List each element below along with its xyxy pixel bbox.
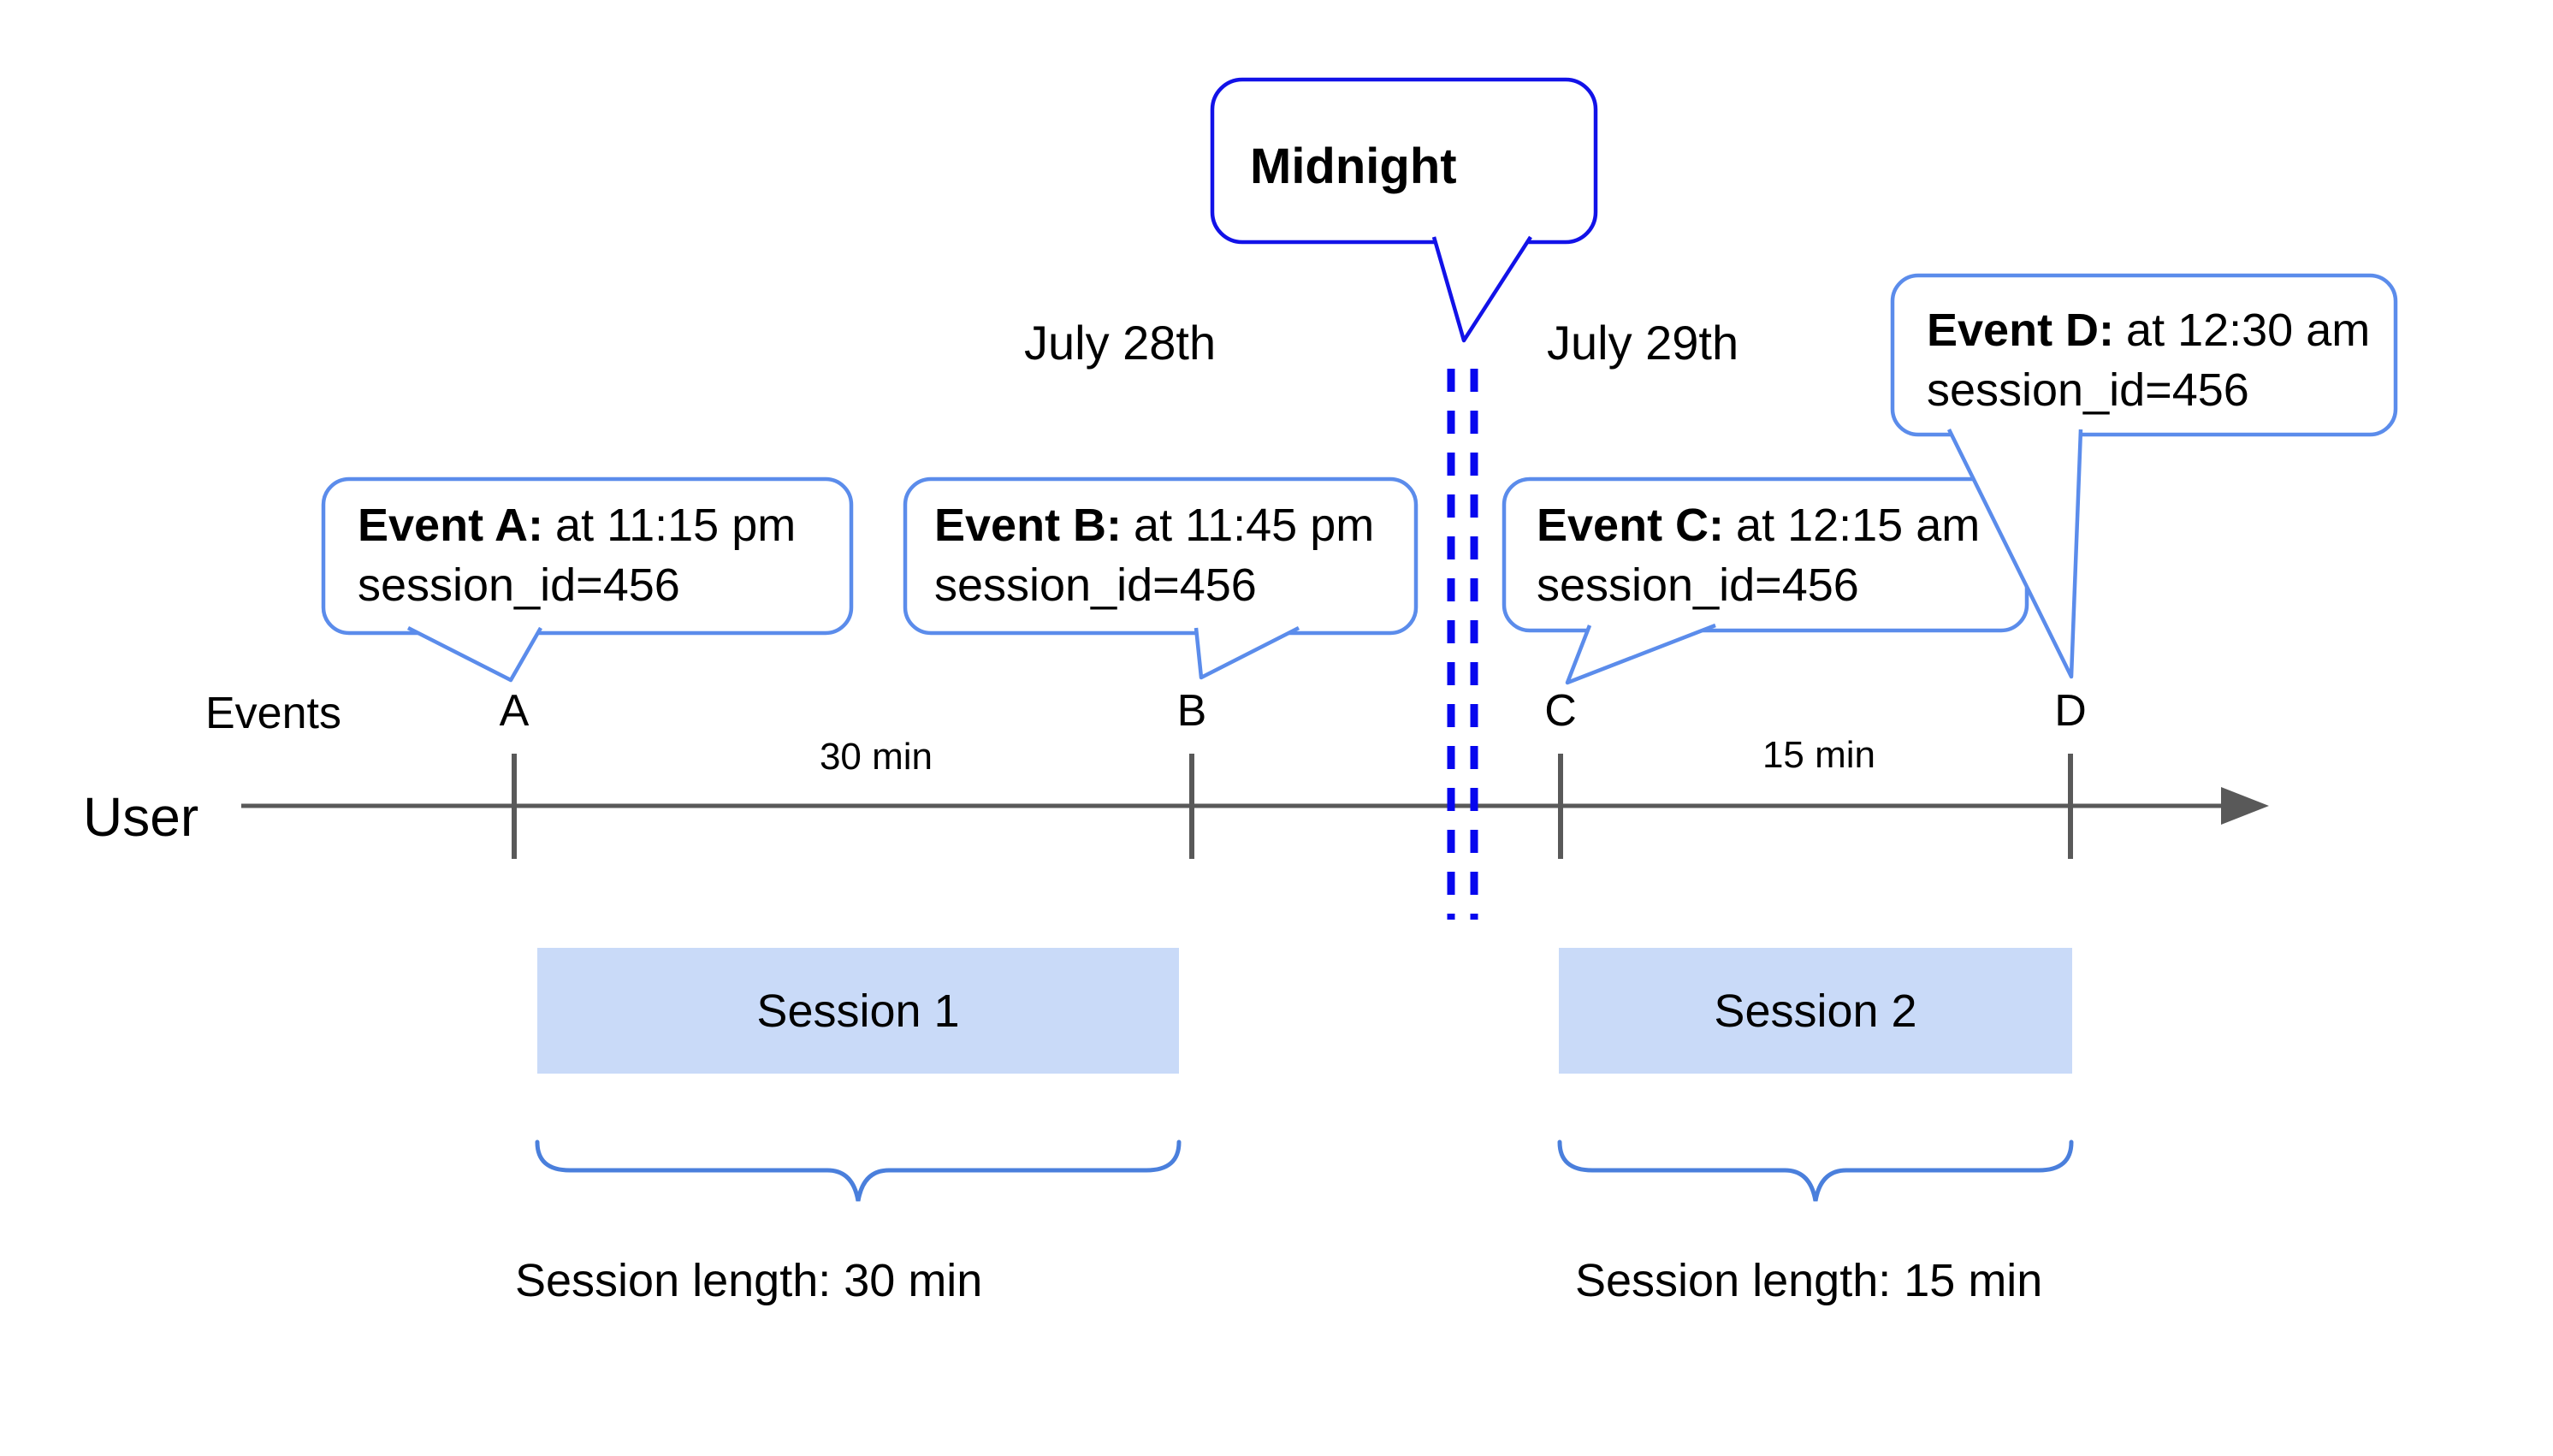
session-1-label: Session 1 xyxy=(756,985,959,1037)
events-row-label: Events xyxy=(205,689,341,738)
event-b-callout: Event B:at 11:45 pm session_id=456 xyxy=(903,476,1419,680)
tick-label-a: A xyxy=(500,686,530,736)
date-label-july-28: July 28th xyxy=(1024,316,1216,370)
date-label-july-29: July 29th xyxy=(1547,316,1739,370)
event-c-callout-tail xyxy=(1565,623,1716,685)
event-c-line1: Event C:at 12:15 am xyxy=(1537,500,1980,551)
session-1-length-label: Session length: 30 min xyxy=(515,1255,982,1306)
event-d-line1: Event D:at 12:30 am xyxy=(1927,305,2370,356)
session-2-length-label: Session length: 15 min xyxy=(1575,1255,2042,1306)
midnight-callout-tail xyxy=(1431,235,1532,343)
event-d-callout-tail xyxy=(1946,429,2083,679)
midnight-callout-body xyxy=(1210,77,1598,245)
event-b-callout-body xyxy=(903,476,1419,636)
event-b-line1: Event B:at 11:45 pm xyxy=(934,500,1374,551)
event-a-callout-body xyxy=(321,476,854,636)
session-1-box xyxy=(537,948,1179,1074)
interval-label-15min: 15 min xyxy=(1762,734,1875,776)
midnight-callout: Midnight xyxy=(1210,77,1598,343)
session-2-box xyxy=(1559,948,2072,1074)
event-c-session-id: session_id=456 xyxy=(1537,559,1859,611)
tick-label-d: D xyxy=(2054,686,2087,736)
interval-label-30min: 30 min xyxy=(820,736,933,778)
event-c-callout: Event C:at 12:15 am session_id=456 xyxy=(1502,476,2029,685)
event-a-callout-tail xyxy=(406,625,542,683)
event-d-session-id: session_id=456 xyxy=(1927,364,2249,416)
tick-label-c: C xyxy=(1544,686,1577,736)
event-b-callout-tail xyxy=(1194,625,1300,680)
session-1-brace xyxy=(535,1139,1182,1202)
event-a-callout: Event A:at 11:15 pm session_id=456 xyxy=(321,476,854,683)
session-2-brace xyxy=(1557,1139,2074,1202)
user-row-label: User xyxy=(83,786,198,848)
event-d-callout: Event D:at 12:30 am session_id=456 xyxy=(1890,273,2398,679)
session-2-label: Session 2 xyxy=(1714,985,1916,1037)
event-d-callout-body xyxy=(1890,273,2398,437)
event-b-session-id: session_id=456 xyxy=(934,559,1257,611)
midnight-callout-label: Midnight xyxy=(1250,139,1457,194)
event-a-session-id: session_id=456 xyxy=(358,559,680,611)
timeline-arrowhead-icon xyxy=(2221,787,2269,825)
event-a-line1: Event A:at 11:15 pm xyxy=(358,500,796,551)
tick-label-b: B xyxy=(1177,686,1207,736)
